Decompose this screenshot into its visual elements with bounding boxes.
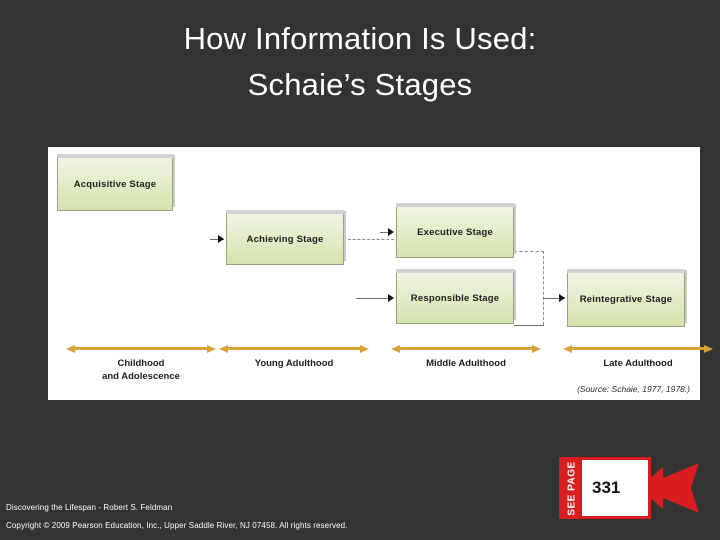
title-line-2: Schaie’s Stages — [247, 67, 473, 102]
connector-into-executive-line — [380, 232, 392, 233]
connector-into-responsible-line — [356, 298, 392, 299]
stage-box-executive: Executive Stage — [396, 203, 514, 258]
span-arrowhead-left-icon — [563, 344, 572, 353]
connector-responsible-bracket-bottom — [514, 325, 544, 326]
span-arrowhead-right-icon — [532, 344, 541, 353]
stage-box-reintegrative: Reintegrative Stage — [567, 269, 685, 327]
stage-label-achieving: Achieving Stage — [246, 233, 324, 245]
see-page-badge: SEE PAGE 331 — [559, 457, 719, 519]
span-line — [399, 347, 533, 350]
connector-executive-bracket-top — [514, 251, 544, 252]
span-arrowhead-left-icon — [66, 344, 75, 353]
stage-box-achieving: Achieving Stage — [226, 210, 344, 265]
stage-label-executive: Executive Stage — [417, 226, 493, 238]
stage-label-reintegrative: Reintegrative Stage — [579, 294, 673, 305]
age-span-label-young-adulthood: Young Adulthood — [254, 358, 334, 369]
page-title: How Information Is Used: Schaie’s Stages — [0, 16, 720, 108]
stage-label-acquisitive: Acquisitive Stage — [73, 178, 157, 190]
figure-source-note: (Source: Schaie, 1977, 1978.) — [577, 384, 690, 394]
stage-label-responsible: Responsible Stage — [410, 292, 500, 304]
span-line — [74, 347, 208, 350]
stage-box-acquisitive: Acquisitive Stage — [57, 154, 173, 211]
span-arrowhead-right-icon — [360, 344, 369, 353]
age-span-label-childhood: Childhood and Adolescence — [102, 358, 180, 382]
span-arrowhead-left-icon — [219, 344, 228, 353]
age-span-label-middle-adulthood: Middle Adulthood — [426, 358, 506, 369]
footer-book-title: Discovering the Lifespan - Robert S. Fel… — [6, 503, 173, 512]
connector-into-executive-arrowhead — [388, 228, 394, 236]
connector-achieving-to-executive-dashed — [348, 239, 394, 240]
see-page-card: SEE PAGE 331 — [559, 457, 651, 519]
figure-panel: Acquisitive Stage Achieving Stage Execut… — [48, 147, 713, 400]
red-arrow-icon — [639, 463, 699, 513]
connector-acquisitive-to-achieving-arrowhead — [218, 235, 224, 243]
connector-into-reintegrative-arrowhead — [559, 294, 565, 302]
see-page-number: 331 — [592, 478, 621, 497]
connector-into-responsible-arrowhead — [388, 294, 394, 302]
span-arrowhead-right-icon — [704, 344, 713, 353]
connector-bracket-vertical — [543, 251, 544, 325]
age-span-label-late-adulthood: Late Adulthood — [603, 358, 673, 369]
span-line — [571, 347, 705, 350]
span-line — [227, 347, 361, 350]
span-arrowhead-left-icon — [391, 344, 400, 353]
footer-copyright: Copyright © 2009 Pearson Education, Inc.… — [6, 521, 348, 530]
stage-box-responsible: Responsible Stage — [396, 269, 514, 324]
span-arrowhead-right-icon — [207, 344, 216, 353]
see-page-tab: SEE PAGE — [562, 460, 582, 516]
see-page-tab-label: SEE PAGE — [566, 460, 578, 516]
connector-acquisitive-to-achieving-line — [210, 239, 224, 240]
connector-bracket-to-reintegrative-line — [543, 298, 565, 299]
title-line-1: How Information Is Used: — [183, 21, 537, 56]
